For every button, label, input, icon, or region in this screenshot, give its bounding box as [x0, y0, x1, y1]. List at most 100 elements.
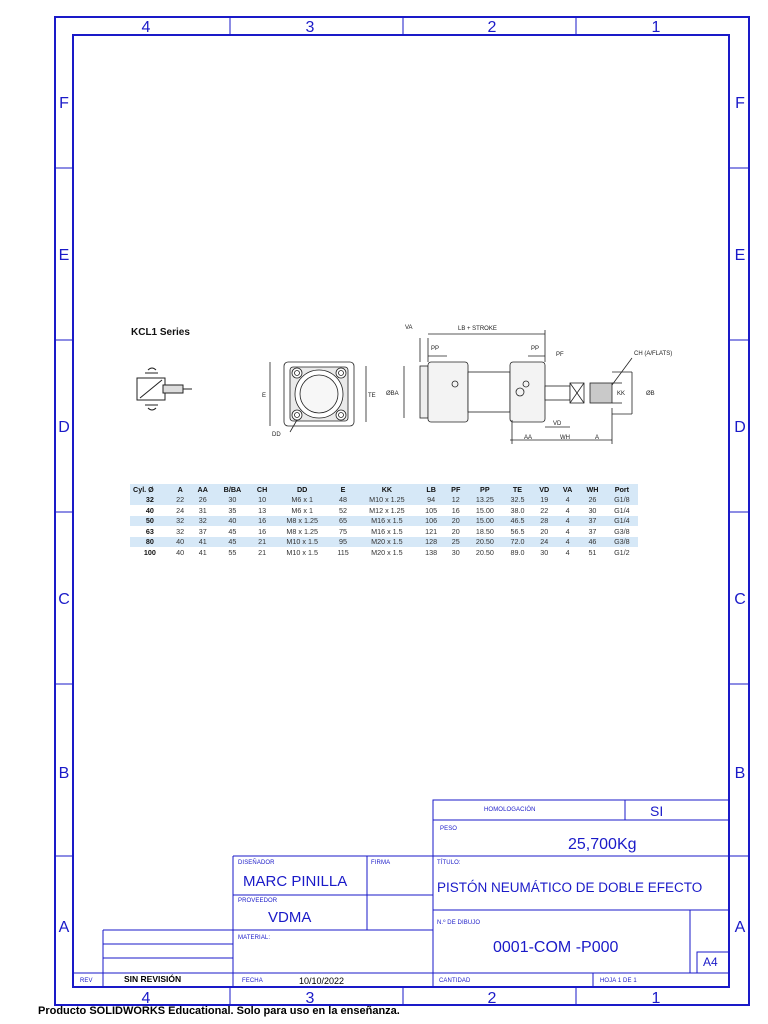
table-header-cell: DD: [274, 484, 331, 495]
table-cell: 30: [540, 547, 549, 557]
table-cell: 30: [214, 494, 250, 505]
fecha-label: FECHA: [242, 978, 263, 984]
table-cell: 26: [190, 494, 215, 505]
table-cell: 48: [330, 494, 357, 505]
table-cell: 37: [588, 526, 597, 536]
dim-label-ob: ØB: [646, 391, 655, 397]
title-block-lines: [73, 799, 730, 987]
table-cell: 45: [214, 536, 250, 547]
side-view: [403, 330, 633, 444]
num-dibujo-value: 0001-COM -P000: [493, 939, 619, 956]
fecha-value: 10/10/2022: [299, 976, 345, 986]
table-cell: G1/2: [614, 547, 630, 557]
dim-label-wh: WH: [560, 435, 570, 441]
table-header-cell: Cyl. Ø: [130, 484, 170, 495]
table-cell: 51: [588, 547, 597, 557]
table-cell: 30: [451, 547, 460, 557]
table-cell: 13.25: [467, 494, 503, 505]
table-cell: G1/8: [605, 494, 638, 505]
zone-row-right-d: D: [734, 419, 746, 436]
table-cell: 4: [556, 536, 580, 547]
table-header-cell: PF: [444, 484, 468, 495]
table-cell: 4: [556, 515, 580, 526]
table-cell: 65: [330, 515, 357, 526]
table-cell: 21: [258, 547, 267, 557]
table-cell: 52: [339, 505, 348, 515]
table-cell: 30: [588, 505, 597, 515]
dim-label-pp-right: PP: [531, 346, 539, 352]
series-title: KCL1 Series: [131, 327, 190, 338]
titulo-value: PISTÓN NEUMÁTICO DE DOBLE EFECTO: [437, 880, 703, 895]
table-cell: 41: [198, 547, 207, 557]
table-cell: 22: [540, 505, 549, 515]
disenador-label: DISEÑADOR: [238, 860, 275, 866]
table-cell: 32.5: [502, 494, 533, 505]
table-cell: M8 x 1.25: [274, 515, 331, 526]
homologacion-label: HOMOLOGACIÓN: [484, 807, 536, 813]
table-cell: 16: [451, 505, 460, 515]
zone-row-right-c: C: [734, 591, 746, 608]
disenador-value: MARC PINILLA: [243, 873, 348, 890]
table-cell: 50: [130, 515, 170, 526]
dim-label-dd: DD: [272, 432, 281, 438]
table-cell: 4: [556, 494, 580, 505]
dim-label-a: A: [595, 435, 599, 441]
table-cell: 31: [198, 505, 207, 515]
dim-label-ch: CH (A/FLATS): [634, 351, 672, 357]
educational-watermark-note: Producto SOLIDWORKS Educational. Solo pa…: [38, 1005, 400, 1017]
inner-frame: [72, 34, 730, 988]
dim-label-te: TE: [368, 393, 376, 399]
table-header-row: Cyl. Ø A AA B/BA CH DD E KK LB PF PP TE …: [130, 484, 638, 495]
zone-row-left-c: C: [58, 591, 70, 608]
table-cell: G3/8: [614, 526, 630, 536]
cylinder-symbol-icon: [136, 367, 192, 411]
table-header-cell: LB: [417, 484, 445, 495]
table-cell: 4: [565, 526, 570, 536]
table-cell: M20 x 1.5: [371, 547, 403, 557]
hoja-label: HOJA 1 DE 1: [600, 978, 637, 984]
table-cell: M6 x 1: [291, 505, 313, 515]
zone-col-top-3: 3: [306, 19, 315, 36]
table-cell: 37: [198, 526, 207, 536]
dim-label-aa: AA: [524, 435, 532, 441]
zone-ticks: [55, 17, 749, 1005]
table-cell: G1/4: [605, 515, 638, 526]
table-cell: 46: [579, 536, 606, 547]
zone-col-top-1: 1: [652, 19, 661, 36]
table-header-cell: E: [330, 484, 357, 495]
table-cell: 24: [176, 505, 185, 515]
dim-label-va: VA: [405, 325, 413, 331]
table-cell: 26: [579, 494, 606, 505]
table-cell: M10 x 1.5: [274, 536, 331, 547]
zone-row-right-f: F: [735, 95, 745, 112]
cylinder-dimensions-table: Cyl. Ø A AA B/BA CH DD E KK LB PF PP TE …: [130, 484, 638, 558]
table-cell: 10: [249, 494, 275, 505]
table-cell: G1/4: [614, 505, 630, 515]
dim-label-pf: PF: [556, 352, 564, 358]
table-cell: 72.0: [502, 536, 533, 547]
num-dibujo-label: N.º DE DIBUJO: [437, 920, 481, 926]
table-cell: 13: [258, 505, 267, 515]
table-cell: 32: [190, 515, 215, 526]
table-cell: 32: [130, 494, 170, 505]
table-cell: 32: [169, 515, 191, 526]
table-cell: 24: [532, 536, 557, 547]
table-cell: 55: [228, 547, 237, 557]
table-cell: 12: [444, 494, 468, 505]
table-cell: 100: [143, 547, 156, 557]
table-cell: 106: [417, 515, 445, 526]
table-cell: 45: [228, 526, 237, 536]
table-cell: 95: [330, 536, 357, 547]
table-cell: 37: [579, 515, 606, 526]
zone-col-bottom-3: 3: [306, 990, 315, 1007]
zone-row-right-e: E: [735, 247, 746, 264]
table-cell: 41: [190, 536, 215, 547]
table-cell: M10 x 1.25: [356, 494, 418, 505]
zone-col-top-2: 2: [488, 19, 497, 36]
zone-row-left-f: F: [59, 95, 69, 112]
dim-label-e: E: [262, 393, 266, 399]
table-cell: 94: [417, 494, 445, 505]
table-cell: 21: [249, 536, 275, 547]
